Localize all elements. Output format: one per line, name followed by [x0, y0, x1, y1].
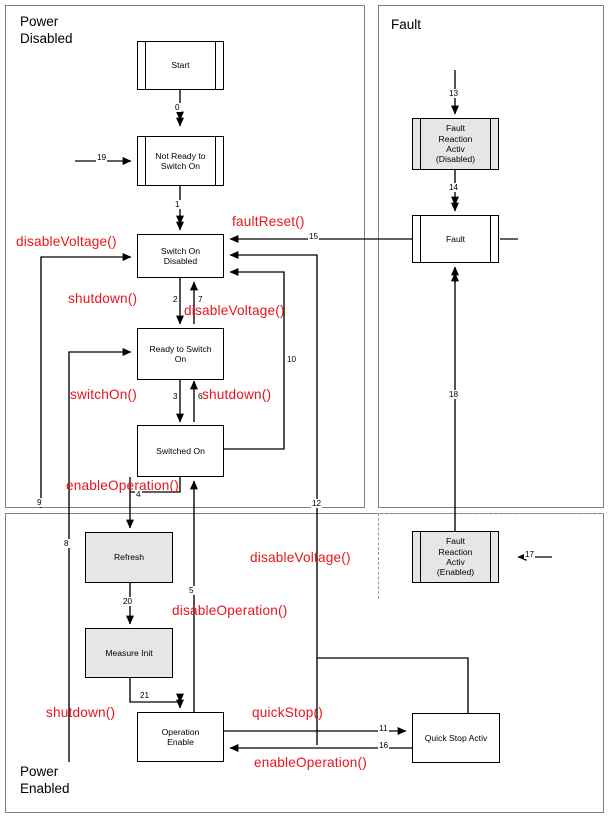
- transition-number-17: 17: [524, 550, 536, 559]
- state-operation-enable-label: Operation Enable: [161, 726, 200, 747]
- state-refresh-label: Refresh: [113, 552, 145, 563]
- transition-number-11: 11: [378, 724, 389, 733]
- panel-label-power-disabled-line1: Power: [20, 14, 59, 29]
- transition-number-16: 16: [378, 741, 390, 750]
- transition-number-19: 19: [96, 153, 108, 162]
- state-fault[interactable]: Fault: [412, 215, 499, 263]
- event-label-enable-operation-1: enableOperation(): [66, 478, 179, 493]
- transition-number-2: 2: [172, 295, 179, 304]
- transition-number-13: 13: [448, 89, 460, 98]
- state-switched-on-label: Switched On: [156, 445, 205, 456]
- state-start-label: Start: [171, 60, 190, 71]
- panel-label-fault: Fault: [391, 17, 422, 32]
- transition-number-18: 18: [448, 390, 460, 399]
- event-label-enable-operation-2: enableOperation(): [254, 755, 367, 770]
- event-label-shutdown-1: shutdown(): [68, 291, 138, 306]
- state-measure-init[interactable]: Measure Init: [85, 628, 173, 678]
- panel-label-power-enabled-line2: Enabled: [20, 781, 70, 796]
- panel-power-enabled: [5, 513, 604, 813]
- event-label-shutdown-3: shutdown(): [46, 705, 116, 720]
- state-measure-init-label: Measure Init: [105, 647, 153, 658]
- event-label-disable-operation: disableOperation(): [172, 603, 288, 618]
- event-label-disable-voltage-3: disableVoltage(): [250, 550, 351, 565]
- event-label-disable-voltage-1: disableVoltage(): [16, 234, 117, 249]
- transition-number-14: 14: [448, 183, 460, 192]
- event-label-quick-stop: quickStop(): [252, 705, 323, 720]
- transition-number-8: 8: [63, 539, 70, 548]
- transition-number-1: 1: [174, 200, 181, 209]
- state-fault-label: Fault: [445, 233, 466, 244]
- event-label-disable-voltage-2: disableVoltage(): [184, 303, 285, 318]
- transition-number-15: 15: [308, 232, 320, 241]
- state-start[interactable]: Start: [137, 41, 224, 90]
- panel-fault: [378, 5, 604, 508]
- transition-number-20: 20: [122, 597, 134, 606]
- transition-number-3: 3: [172, 392, 179, 401]
- state-refresh[interactable]: Refresh: [85, 532, 173, 583]
- state-switched-on[interactable]: Switched On: [137, 425, 224, 477]
- event-label-fault-reset: faultReset(): [232, 214, 305, 229]
- event-label-shutdown-2: shutdown(): [202, 387, 272, 402]
- transition-number-7: 7: [197, 295, 204, 304]
- event-label-switch-on: switchOn(): [70, 387, 137, 402]
- panel-power-disabled: [5, 5, 365, 508]
- transition-number-5: 5: [188, 586, 195, 595]
- state-operation-enable[interactable]: Operation Enable: [137, 712, 224, 762]
- panel-label-power-enabled-line1: Power: [20, 764, 59, 779]
- transition-number-10: 10: [286, 355, 298, 364]
- panel-fault-reaction-enabled: [378, 513, 604, 599]
- transition-number-6: 6: [197, 392, 204, 401]
- transition-number-21: 21: [139, 691, 151, 700]
- transition-number-9: 9: [36, 498, 43, 507]
- panel-label-power-disabled-line2: Disabled: [20, 31, 73, 46]
- transition-number-12: 12: [311, 499, 323, 508]
- state-quick-stop-activ-label: Quick Stop Activ: [424, 732, 488, 743]
- transition-number-4: 4: [135, 490, 142, 499]
- transition-number-0: 0: [174, 103, 181, 112]
- state-quick-stop-activ[interactable]: Quick Stop Activ: [412, 713, 500, 763]
